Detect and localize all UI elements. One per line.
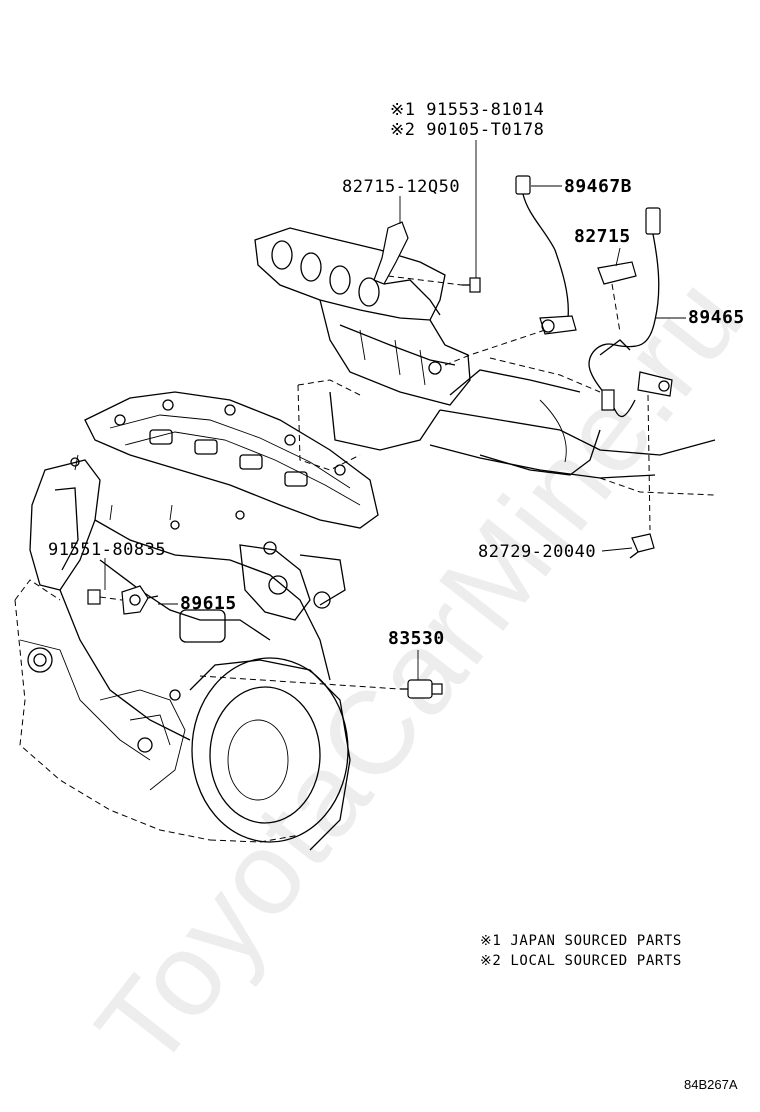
note-local-sourced: ※2 LOCAL SOURCED PARTS	[480, 953, 682, 969]
part-number-91553-81014: 91553-81014	[426, 100, 545, 120]
bolt-91553	[387, 275, 481, 293]
part-number-89615: 89615	[180, 593, 237, 614]
clamp-82729-20040	[629, 533, 655, 559]
part-number-82715: 82715	[574, 226, 631, 247]
part-number-83530: 83530	[388, 628, 445, 649]
oil-pressure-switch-83530	[199, 675, 443, 699]
engine-block	[14, 391, 379, 851]
bracket-82715-12q50	[373, 221, 441, 316]
sensor-89465	[588, 207, 673, 531]
note2-mark: ※2	[390, 120, 416, 140]
note1-callout: ※1 91553-81014	[390, 102, 544, 119]
part-number-89465: 89465	[688, 307, 745, 328]
part-number-89467b: 89467B	[564, 176, 633, 197]
sensor-89467b	[444, 175, 577, 366]
leader-lines	[104, 140, 686, 680]
part-number-90105-t0178: 90105-T0178	[426, 120, 545, 140]
note1-mark: ※1	[390, 100, 416, 120]
part-number-91551-80835: 91551-80835	[48, 540, 167, 560]
note2-callout: ※2 90105-T0178	[390, 122, 544, 139]
bracket-82715	[597, 261, 637, 333]
exhaust-manifold	[254, 227, 471, 406]
figure-code: 84B267A	[684, 1077, 738, 1092]
part-number-82729-20040: 82729-20040	[478, 542, 597, 562]
knock-sensor-89615	[87, 585, 159, 615]
note-japan-sourced: ※1 JAPAN SOURCED PARTS	[480, 933, 682, 949]
part-number-82715-12q50: 82715-12Q50	[342, 177, 461, 197]
